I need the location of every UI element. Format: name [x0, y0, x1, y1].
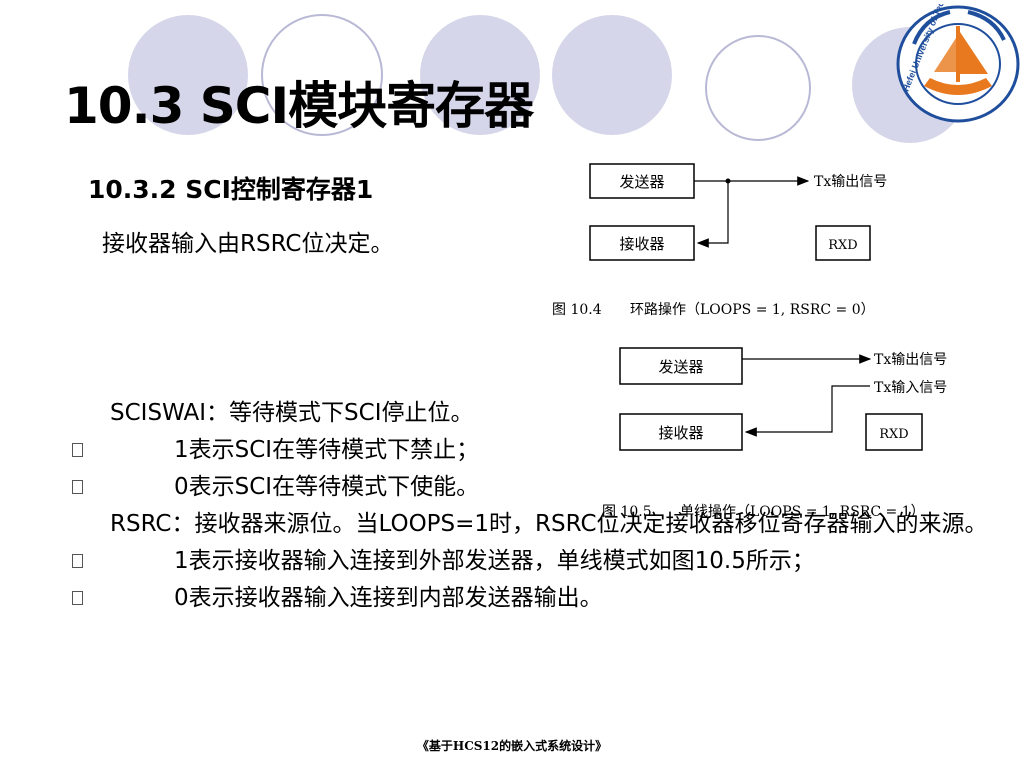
- body-line-sciswai: SCISWAI：等待模式下SCI停止位。: [70, 395, 990, 432]
- figure-10-4: 发送器 接收器 Tx输出信号 RXD 图 10.4 环路操作（LOOPS = 1…: [552, 163, 887, 318]
- bullet-box-icon: [72, 554, 83, 568]
- logo-sail-icon: [960, 32, 988, 74]
- line-text: RSRC：接收器来源位。当LOOPS=1时，RSRC位决定接收器移位寄存器输入的…: [110, 511, 988, 537]
- transmitter-box: [589, 163, 695, 199]
- slide-title: 10.3 SCI模块寄存器: [64, 77, 534, 135]
- intro-text: 接收器输入由RSRC位决定。: [102, 231, 394, 257]
- deco-circle: [552, 15, 672, 135]
- rxd-box: [865, 413, 923, 451]
- bullet-box-icon: [72, 591, 83, 605]
- rxd-label: RXD: [879, 427, 908, 442]
- figure-caption: 环路操作（LOOPS = 1, RSRC = 0）: [630, 302, 875, 318]
- logo-boat-icon: [924, 78, 992, 95]
- line-text: 1表示SCI在等待模式下禁止；: [174, 437, 480, 463]
- deco-circle: [705, 35, 811, 141]
- section-subtitle: 10.3.2 SCI控制寄存器1: [88, 175, 374, 204]
- figure-10-5: 发送器 Tx输出信号 Tx输入信号 接收器 RXD 图 10.5 单线操作（LO…: [602, 347, 947, 520]
- bullet-box-icon: [72, 443, 83, 457]
- bullet-item: 0表示接收器输入连接到内部发送器输出。: [70, 580, 990, 617]
- rxd-label: RXD: [828, 238, 857, 253]
- university-logo: Hefei University of Technology: [896, 4, 1020, 123]
- figure-caption-number: 图 10.5: [602, 504, 652, 520]
- bullet-box-icon: [72, 480, 83, 494]
- deco-circle: [128, 15, 248, 135]
- line-text: 0表示接收器输入连接到内部发送器输出。: [174, 585, 603, 611]
- line-text: SCISWAI：等待模式下SCI停止位。: [110, 400, 474, 426]
- receiver-box: [589, 225, 695, 261]
- bullet-item: 0表示SCI在等待模式下使能。: [70, 469, 990, 506]
- transmitter-label: 发送器: [658, 358, 703, 376]
- transmitter-box: [619, 347, 743, 385]
- transmitter-label: 发送器: [619, 173, 664, 191]
- tx-output-label: Tx输出信号: [814, 174, 887, 190]
- slide-body: SCISWAI：等待模式下SCI停止位。 1表示SCI在等待模式下禁止； 0表示…: [70, 395, 990, 617]
- deco-circle: [261, 14, 383, 136]
- receiver-box: [619, 413, 743, 451]
- line-text: 0表示SCI在等待模式下使能。: [174, 474, 480, 500]
- tx-output-label: Tx输出信号: [874, 352, 947, 368]
- figure-caption: 单线操作（LOOPS = 1, RSRC = 1）: [680, 504, 925, 520]
- rxd-box: [815, 225, 871, 261]
- deco-circle: [420, 15, 540, 135]
- line-text: 1表示接收器输入连接到外部发送器，单线模式如图10.5所示；: [174, 548, 815, 574]
- tx-input-label: Tx输入信号: [874, 380, 947, 396]
- bullet-item: 1表示SCI在等待模式下禁止；: [70, 432, 990, 469]
- bullet-item: 1表示接收器输入连接到外部发送器，单线模式如图10.5所示；: [70, 543, 990, 580]
- figure-caption-number: 图 10.4: [552, 302, 602, 318]
- receiver-label: 接收器: [619, 235, 664, 253]
- footer-book-title: 《基于HCS12的嵌入式系统设计》: [416, 739, 608, 753]
- body-line-rsrc: RSRC：接收器来源位。当LOOPS=1时，RSRC位决定接收器移位寄存器输入的…: [70, 506, 990, 543]
- receiver-label: 接收器: [658, 424, 703, 442]
